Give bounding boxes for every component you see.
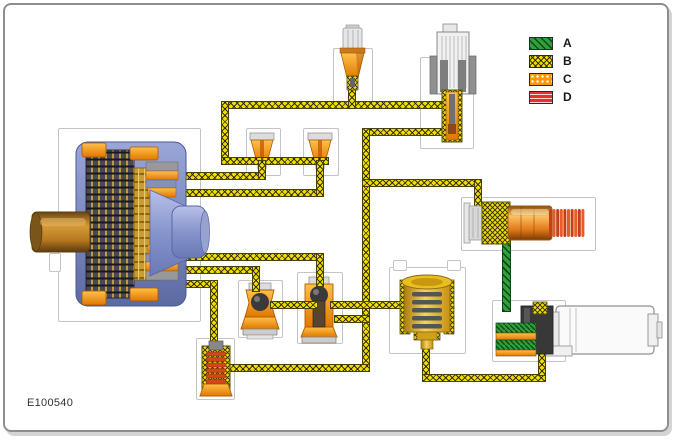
figure-code: E100540 xyxy=(27,397,74,409)
legend-swatch-d xyxy=(529,90,553,104)
pressure-sensor xyxy=(339,24,366,91)
pipe-spool-branch-h xyxy=(334,315,370,323)
solenoid-valve xyxy=(429,23,477,143)
legend-item-b: B xyxy=(529,54,572,68)
legend-label-b: B xyxy=(563,54,572,68)
pipe-valve1-stub-v xyxy=(258,160,266,180)
pipe-ball-feed-v xyxy=(252,266,260,292)
ball-check-valve xyxy=(240,282,280,340)
pipe-spool-feed-v xyxy=(316,253,324,287)
filter-tab-1 xyxy=(393,260,407,271)
oil-filter xyxy=(399,274,455,350)
legend-item-d: D xyxy=(529,90,572,104)
pipe-bottom-h xyxy=(422,374,546,382)
pipe-valve2-stub-v xyxy=(316,160,324,197)
pipe-valve-rail-h xyxy=(221,157,329,165)
auxiliary-pump-motor xyxy=(495,301,663,357)
legend-swatch-c xyxy=(529,72,553,86)
pipe-ball-out-h xyxy=(270,301,318,309)
legend-label-a: A xyxy=(563,36,572,50)
oil-cooler xyxy=(463,201,585,245)
filter-tab-2 xyxy=(447,260,461,271)
legend-item-c: C xyxy=(529,72,572,86)
legend-swatch-a xyxy=(529,36,553,50)
figure-frame xyxy=(3,3,669,432)
dual-clutch-assembly xyxy=(29,141,210,307)
clutch-tab-2 xyxy=(49,253,61,272)
pressure-relief-valve xyxy=(199,340,233,397)
legend-label-c: C xyxy=(563,72,572,86)
legend-label-d: D xyxy=(563,90,572,104)
legend-swatch-b xyxy=(529,54,553,68)
legend: A B C D xyxy=(529,36,572,108)
legend-item-a: A xyxy=(529,36,572,50)
